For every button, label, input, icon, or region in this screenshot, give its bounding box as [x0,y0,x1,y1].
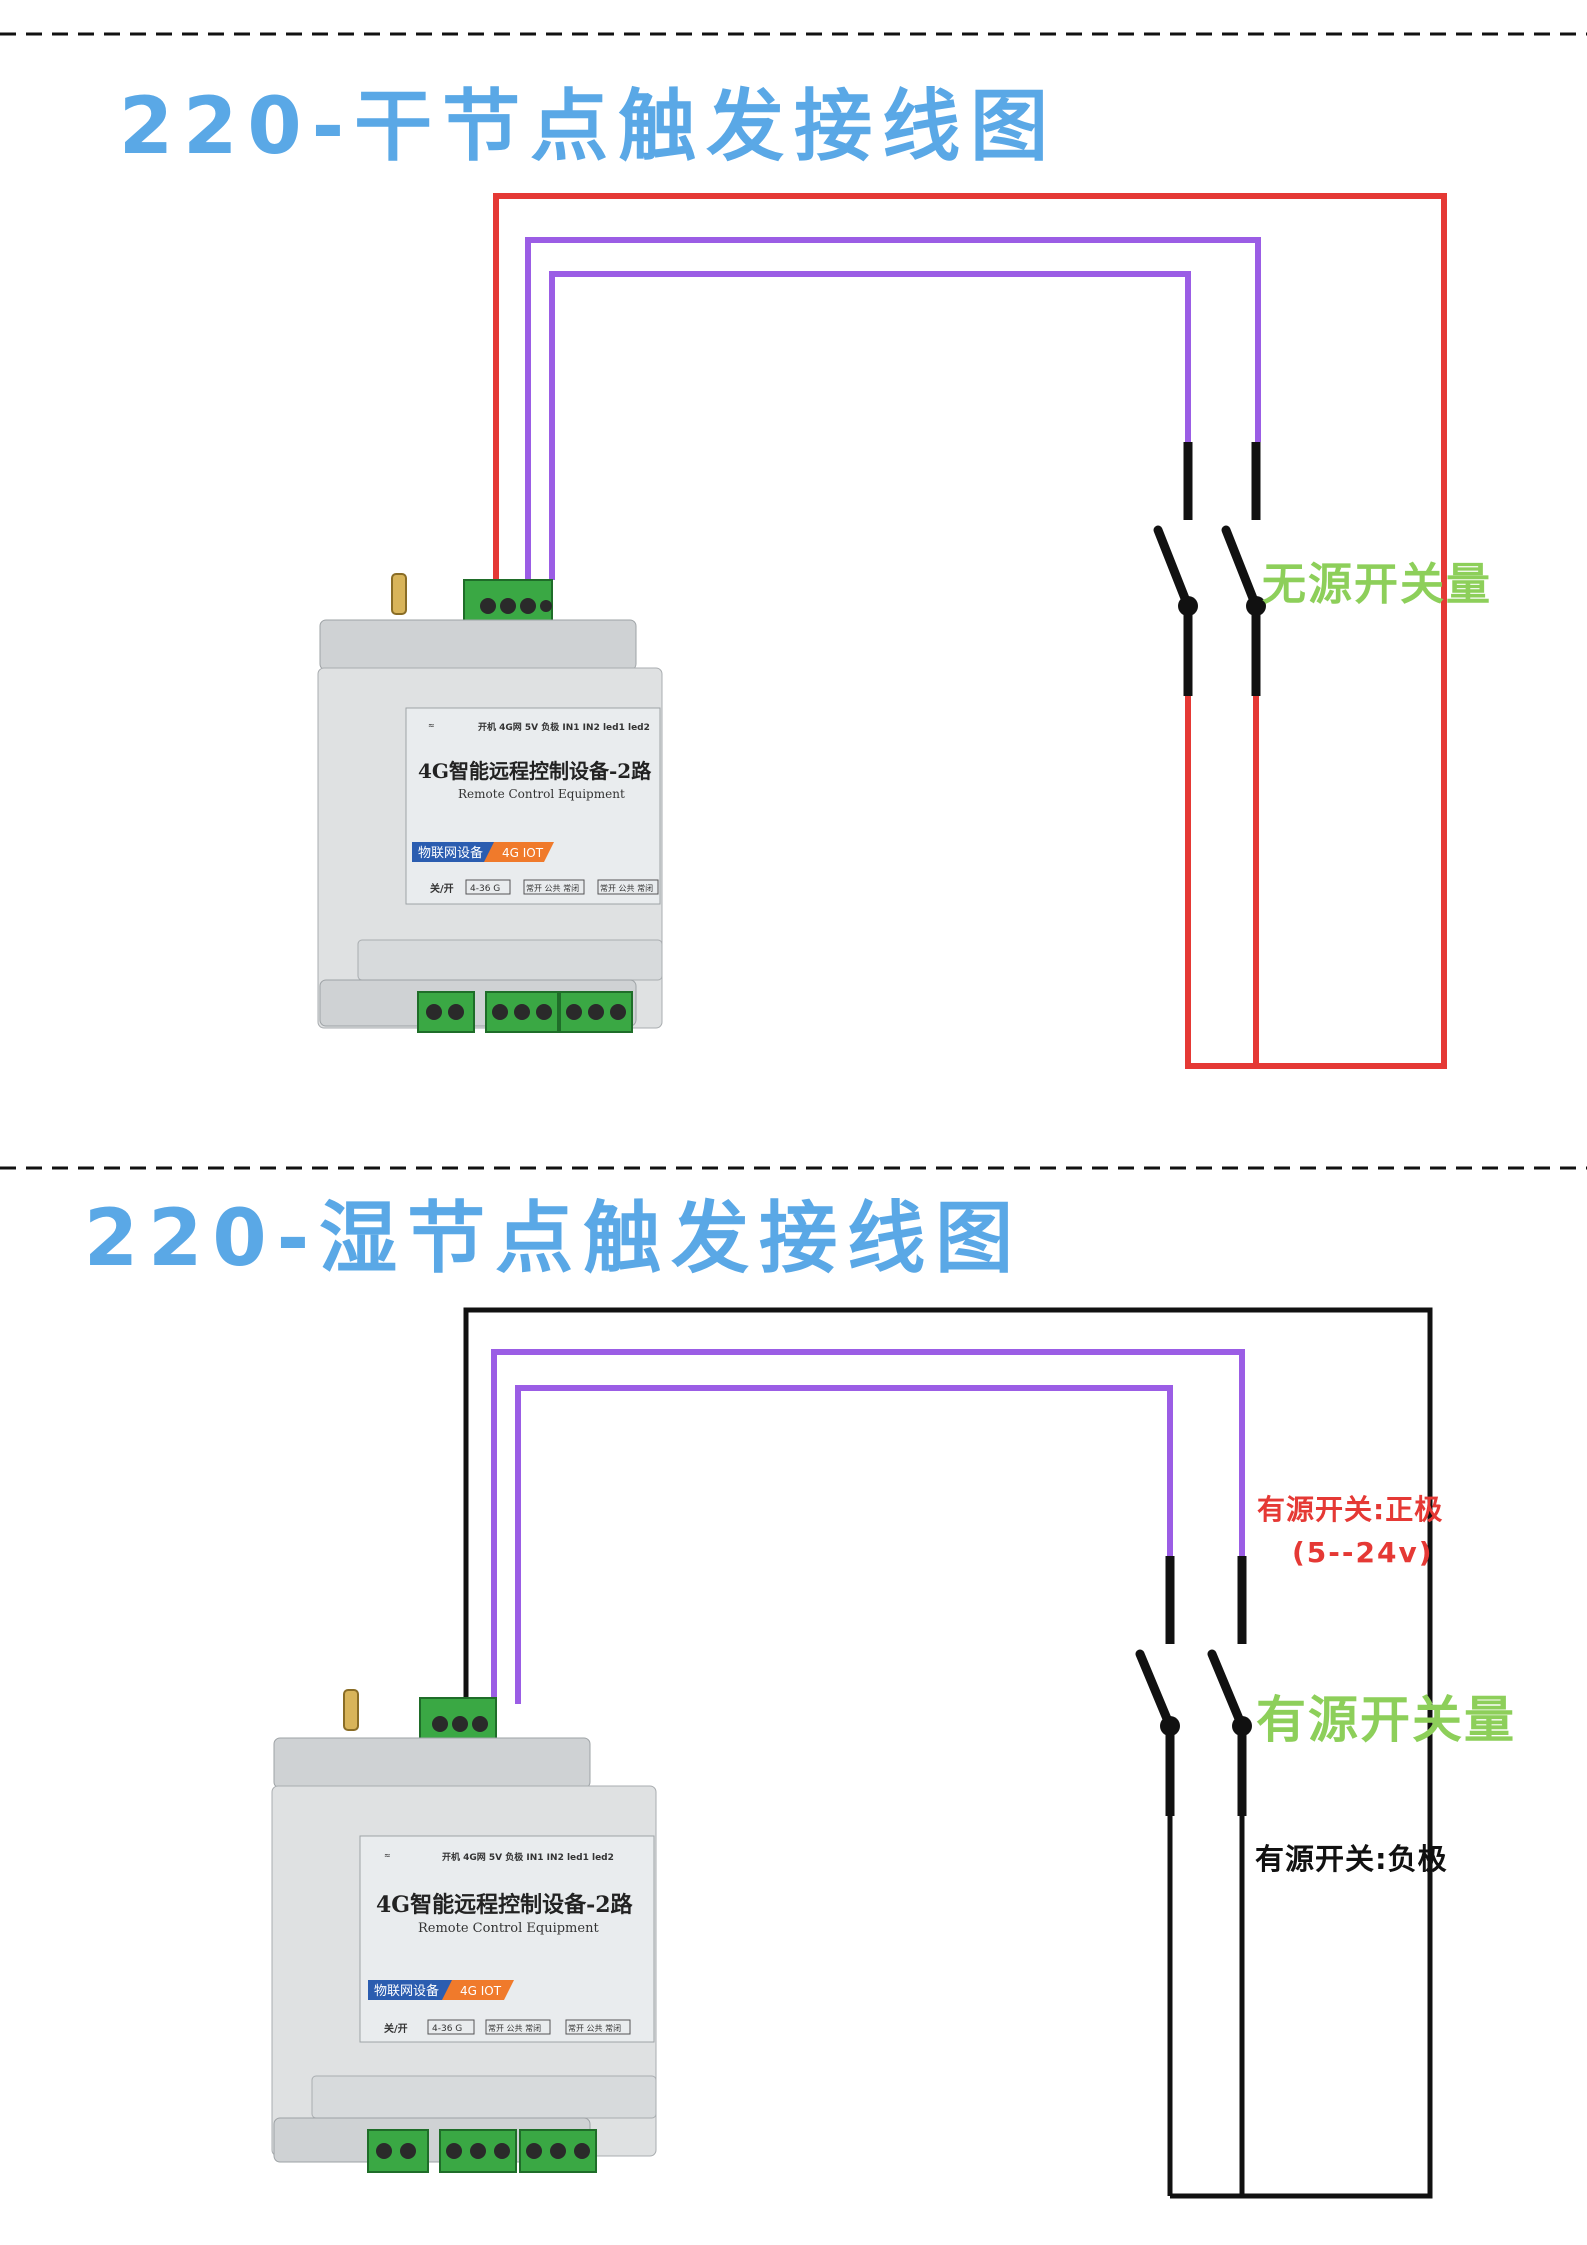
device-top-labels: 开机 4G网 5V 负极 IN1 IN2 led1 led2 [478,721,650,733]
device-badge-tag: 4G IOT [502,846,544,860]
label-voltage-range: (5--24v) [1292,1536,1434,1569]
red-wire-switch1 [1185,696,1256,1069]
svg-text:常开 公共 常闭: 常开 公共 常闭 [526,884,579,893]
title-dry-contact: 220-干节点触发接线图 [118,82,1059,172]
device-name: 4G智能远程控制设备-2路 [418,759,652,783]
svg-text:关/开: 关/开 [430,882,454,895]
label-active-negative: 有源开关:负极 [1255,1842,1448,1876]
purple-wire-inner [515,1385,1173,1704]
svg-text:4G IOT: 4G IOT [460,1984,502,1998]
label-active-switch: 有源开关量 [1256,1691,1516,1749]
svg-text:Remote Control Equipment: Remote Control Equipment [418,1921,599,1936]
label-passive-switch: 无源开关量 [1262,559,1492,610]
svg-text:物联网设备: 物联网设备 [374,1983,439,1999]
svg-text:关/开: 关/开 [384,2022,408,2035]
purple-wire-inner [549,271,1191,580]
label-active-positive: 有源开关:正极 [1257,1493,1444,1526]
diagram1-switch [1153,442,1266,696]
svg-text:≈: ≈ [428,721,435,730]
title-wet-contact: 220-湿节点触发接线图 [83,1194,1024,1284]
red-wire-outer [493,193,1447,1069]
device-subtitle: Remote Control Equipment [458,787,625,801]
diagram1-wires [493,193,1447,1069]
svg-text:常开 公共 常闭: 常开 公共 常闭 [568,2024,621,2033]
svg-text:≈: ≈ [384,1851,391,1860]
diagram2-wires [463,1307,1433,2199]
svg-text:常开 公共 常闭: 常开 公共 常闭 [488,2024,541,2033]
purple-wire-outer [491,1349,1245,1704]
svg-text:4-36 G: 4-36 G [432,2024,462,2034]
svg-text:常开 公共 常闭: 常开 公共 常闭 [600,884,653,893]
purple-wire-outer [525,237,1261,580]
black-wire-outer [463,1307,1433,2199]
device-badge: 物联网设备 [418,845,483,861]
device-1: ≈ 开机 4G网 5V 负极 IN1 IN2 led1 led2 4G智能远程控… [317,573,663,1033]
svg-text:4-36 G: 4-36 G [470,884,500,894]
svg-text:开机 4G网 5V 负极 IN1 IN2 led1 led2: 开机 4G网 5V 负极 IN1 IN2 led1 led2 [442,1851,614,1863]
svg-text:4G智能远程控制设备-2路: 4G智能远程控制设备-2路 [376,1892,634,1918]
diagram2-switch [1135,1556,1252,1816]
device-2: ≈ 开机 4G网 5V 负极 IN1 IN2 led1 led2 4G智能远程控… [271,1689,657,2173]
